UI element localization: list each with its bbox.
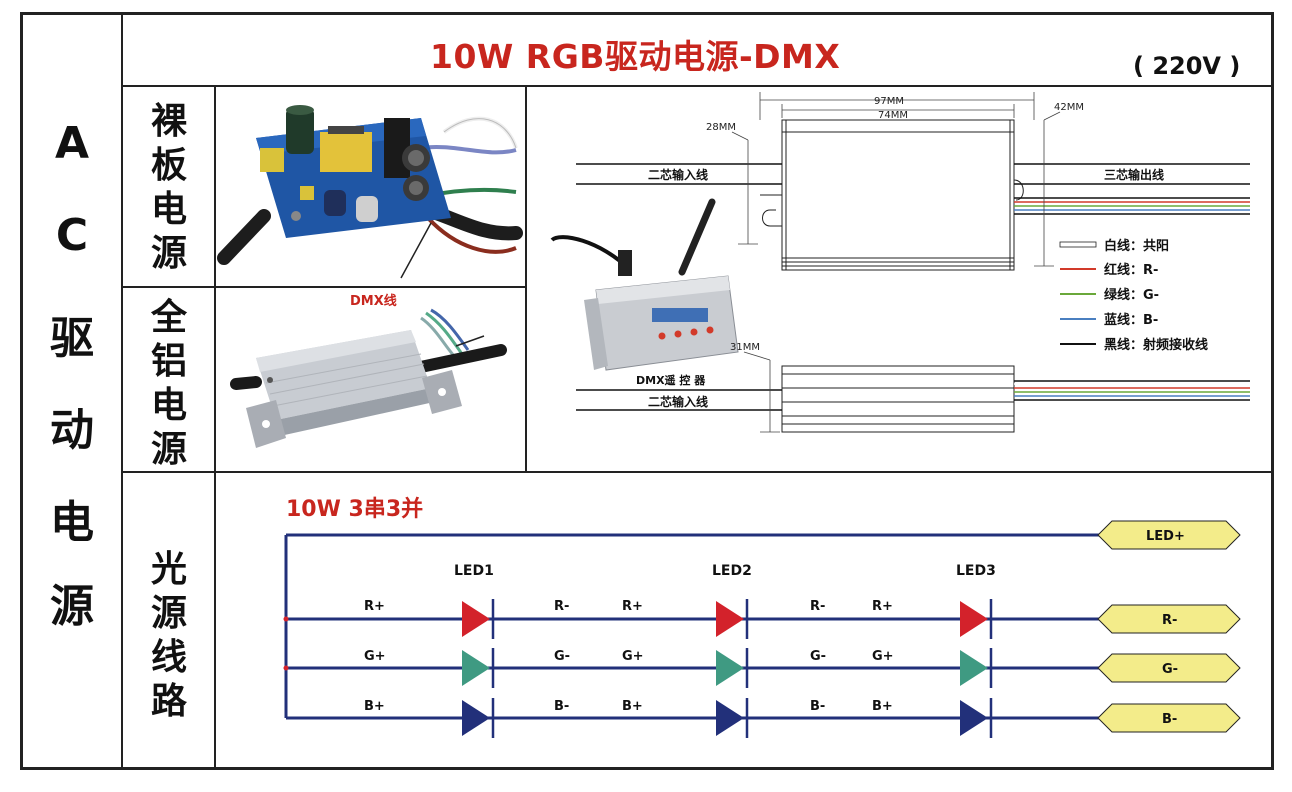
pin-label: B- [810,699,825,714]
dim-height-bottom: 31MM [730,342,760,353]
side-divider [121,12,123,770]
led-label: LED2 [712,563,752,579]
row-label-char: 电 [150,385,187,426]
legend-label: 蓝线：B- [1104,312,1158,328]
led1-red-diode [462,599,495,639]
side-label-char: C [55,210,89,261]
remote-label: DMX遥 控 器 [636,373,706,387]
housing-side-view [781,365,1015,433]
terminal-b-minus: B- [1097,703,1241,733]
terminal-g-minus: G- [1097,653,1241,683]
row-label-char: 裸 [150,101,187,142]
pin-label: G+ [622,649,644,664]
side-label-char: 动 [50,405,94,456]
pin-label: G- [554,649,570,664]
common-rail [284,533,1100,718]
output-wires-bottom [1014,380,1250,401]
led-label: LED1 [454,563,494,579]
row-label-char: 源 [150,593,187,634]
side-label-char: 电 [50,497,94,548]
output-wire-label: 三芯输出线 [1104,167,1164,182]
row-label-char: 板 [150,145,187,186]
legend-label: 红线：R- [1104,262,1158,278]
aluminum-housing-photo [230,308,507,448]
wire-color-legend: 白线：共阳 红线：R- 绿线：G- 蓝线：B- 黑线：射频接收线 [1059,238,1208,353]
terminal-label: R- [1162,613,1177,628]
page-title: 10W RGB驱动电源-DMX [430,37,841,76]
row-label-char: 铝 [150,341,187,382]
dmx-wire-label: DMX线 [350,294,397,309]
input-wire-bottom [576,389,782,411]
led-label: LED3 [956,563,996,579]
side-label-char: 驱 [50,313,94,364]
dim-height-right: 42MM [1054,102,1084,113]
row-label-char: 光 [150,549,187,590]
row-label-bare-board: 裸 板 电 源 [123,100,215,276]
row-divider-2 [121,471,1274,473]
input-wire-label-top: 二芯输入线 [648,167,708,182]
terminal-label: G- [1162,662,1178,677]
led3-red-diode [960,599,993,639]
led1-green-diode [462,648,495,688]
row-label-char: 全 [150,297,187,338]
pin-label: R- [554,599,569,614]
side-label-char: 源 [50,581,94,632]
led2-green-diode [716,648,749,688]
legend-label: 绿线：G- [1104,287,1159,303]
dim-length-inner: 74MM [878,110,908,121]
pin-label: R+ [872,599,893,614]
pin-label: B+ [364,699,385,714]
led2-blue-diode [716,698,749,738]
input-wire-label-bottom: 二芯输入线 [648,394,708,409]
row-label-char: 路 [150,681,187,722]
terminal-label: B- [1162,712,1177,727]
voltage-label: ( 220V ) [1133,52,1241,80]
housing-top-view [760,119,1024,271]
bare-board-photo [217,105,523,279]
row-label-light-wiring: 光 源 线 路 [123,548,215,724]
pin-label: B- [554,699,569,714]
dimension-drawing: 97MM 74MM 28MM 42MM 二芯输入线 三芯输出线 白线：共阳 红线… [550,92,1250,433]
side-label-char: A [54,118,90,169]
pin-label: R+ [364,599,385,614]
terminal-label: LED+ [1146,529,1185,544]
title-divider [121,85,1274,87]
led3-green-diode [960,648,993,688]
row-label-char: 源 [150,429,187,470]
junction-dot [283,665,289,671]
pin-label: R- [810,599,825,614]
led1-blue-diode [462,698,495,738]
terminal-r-minus: R- [1097,604,1241,634]
pin-label: G+ [872,649,894,664]
dim-height-left: 28MM [706,122,736,133]
row-label-char: 线 [150,637,187,678]
circuit-title: 10W 3串3并 [286,496,423,522]
pin-label: G- [810,649,826,664]
pin-label: B+ [622,699,643,714]
row-divider-1 [121,286,525,288]
dimension-line-bottom [743,351,780,433]
outer-frame [20,12,1274,770]
led2-red-diode [716,599,749,639]
dimension-lines [731,92,1061,267]
dim-length-outer: 97MM [874,96,904,107]
output-wires [1014,163,1250,215]
row-label-aluminum: 全 铝 电 源 [123,296,215,472]
terminal-led-plus: LED+ [1097,520,1241,550]
dmx-remote-controller [550,198,739,371]
led3-blue-diode [960,698,993,738]
pin-label: R+ [622,599,643,614]
legend-label: 黑线：射频接收线 [1104,337,1208,353]
row-label-divider [214,86,216,770]
led-circuit-diagram: 10W 3串3并 LED1 LED2 LED3 R+ R- R+ R- R+ G… [283,496,1241,738]
photo-divider [525,86,527,472]
row-label-char: 源 [150,233,187,274]
junction-dot [283,616,289,622]
legend-swatch-white [1059,241,1097,248]
pin-label: G+ [364,649,386,664]
legend-label: 白线：共阳 [1104,238,1169,254]
pin-label: B+ [872,699,893,714]
row-label-char: 电 [150,189,187,230]
